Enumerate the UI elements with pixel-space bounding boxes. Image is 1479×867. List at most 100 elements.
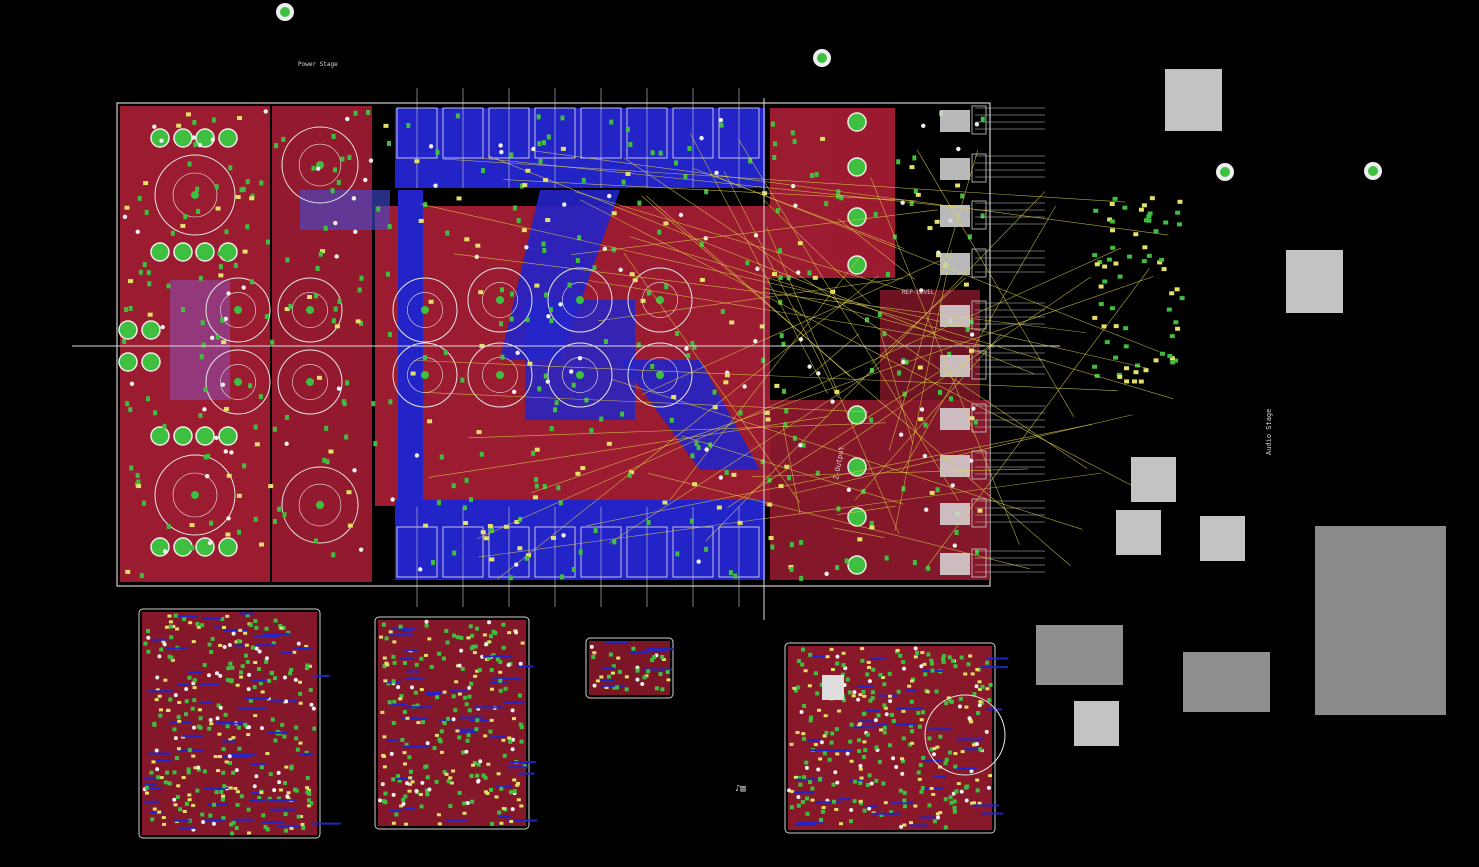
- placeholder-block[interactable]: [1131, 457, 1176, 502]
- via: [257, 649, 262, 654]
- smd-pad: [455, 635, 460, 640]
- capacitor-outline: [627, 342, 693, 408]
- smd-pad: [673, 160, 678, 166]
- smd-pad: [153, 410, 158, 416]
- smd-pad: [488, 634, 493, 639]
- smd-pad: [963, 672, 968, 676]
- smd-pad: [889, 810, 894, 815]
- smd-pad: [1170, 360, 1176, 365]
- smd-pad: [451, 483, 456, 489]
- smd-pad: [253, 424, 258, 430]
- bottom-copper-zone: [300, 190, 390, 230]
- placeholder-block[interactable]: [1286, 250, 1343, 313]
- smd-pad: [796, 658, 801, 663]
- smd-pad: [516, 218, 521, 224]
- smd-pad: [809, 173, 814, 179]
- smd-pad: [236, 529, 241, 535]
- smd-pad: [203, 387, 208, 393]
- smd-pad: [466, 733, 471, 738]
- smd-pad: [128, 305, 133, 311]
- smd-pad: [258, 681, 263, 686]
- airwire: [763, 287, 936, 334]
- placeholder-block[interactable]: [1074, 701, 1119, 746]
- smd-pad: [217, 732, 222, 736]
- airwire: [894, 250, 952, 531]
- smd-pad: [425, 788, 430, 793]
- placeholder-block[interactable]: [1165, 69, 1222, 131]
- smd-pad: [307, 798, 312, 803]
- smd-pad: [934, 219, 940, 224]
- unplaced-parts-cluster[interactable]: [1092, 196, 1185, 384]
- capacitor-outline: [277, 277, 343, 343]
- placeholder-block[interactable]: [1315, 526, 1446, 715]
- placeholder-block[interactable]: [1116, 510, 1161, 555]
- smd-pad: [423, 202, 428, 208]
- smd-pad: [216, 769, 221, 773]
- smd-pad: [1173, 320, 1179, 325]
- smd-pad: [1133, 370, 1139, 375]
- via: [833, 770, 838, 775]
- smd-pad: [195, 622, 200, 627]
- fiducial-marker[interactable]: [813, 49, 831, 67]
- smd-pad: [239, 675, 244, 679]
- smd-pad: [474, 727, 479, 732]
- smd-pad: [857, 537, 863, 542]
- smd-pad: [189, 523, 195, 528]
- via: [363, 177, 368, 183]
- smd-pad: [774, 383, 780, 388]
- via: [919, 407, 925, 412]
- placeholder-block[interactable]: [1200, 516, 1245, 561]
- smd-pad: [346, 490, 352, 495]
- smd-pad: [822, 734, 827, 738]
- smd-pad: [765, 417, 771, 422]
- fiducial-marker[interactable]: [276, 3, 294, 21]
- via: [869, 781, 874, 786]
- smd-pad: [444, 772, 449, 776]
- smd-pad: [289, 826, 294, 830]
- board-outline: [784, 642, 996, 834]
- smd-pad: [865, 672, 870, 677]
- smd-pad: [139, 573, 144, 579]
- capacitor-inner: [298, 143, 342, 187]
- smd-pad: [143, 641, 148, 646]
- placeholder-block[interactable]: [1036, 625, 1123, 685]
- filter-board-center[interactable]: [374, 616, 538, 830]
- via: [351, 196, 357, 201]
- smd-pad: [445, 640, 450, 645]
- fiducial-marker[interactable]: [1364, 162, 1382, 180]
- smd-pad: [483, 536, 489, 541]
- placeholder-block[interactable]: [1183, 652, 1270, 712]
- via: [696, 559, 701, 564]
- smd-pad: [214, 790, 219, 795]
- smd-pad: [475, 243, 481, 248]
- smd-pad: [808, 718, 813, 723]
- smd-pad: [589, 427, 594, 433]
- smd-pad: [796, 803, 801, 808]
- smd-pad: [699, 241, 704, 247]
- smd-pad: [507, 736, 512, 740]
- small-adapter-board[interactable]: [585, 637, 674, 699]
- via: [173, 693, 178, 698]
- smd-pad: [307, 294, 313, 299]
- smd-pad: [231, 770, 236, 775]
- smd-pad: [883, 801, 888, 805]
- smd-pad: [225, 532, 231, 537]
- smd-pad: [475, 718, 480, 723]
- smd-pad: [166, 708, 171, 712]
- smd-pad: [662, 500, 668, 505]
- smd-pad: [934, 689, 939, 694]
- smd-pad: [909, 165, 915, 170]
- smd-pad: [935, 745, 940, 749]
- fiducial-marker[interactable]: [1216, 163, 1234, 181]
- smd-pad: [820, 136, 826, 141]
- smd-pad: [277, 506, 282, 512]
- smd-pad: [808, 652, 813, 657]
- smd-pad: [161, 640, 166, 644]
- preamp-board-left[interactable]: [138, 608, 341, 839]
- via: [377, 798, 382, 803]
- smd-pad: [167, 614, 172, 618]
- regulator-board-right[interactable]: [784, 642, 1009, 834]
- smd-pad: [988, 774, 993, 778]
- main-power-board[interactable]: REP-LEVEL Z-Output: [116, 88, 1045, 607]
